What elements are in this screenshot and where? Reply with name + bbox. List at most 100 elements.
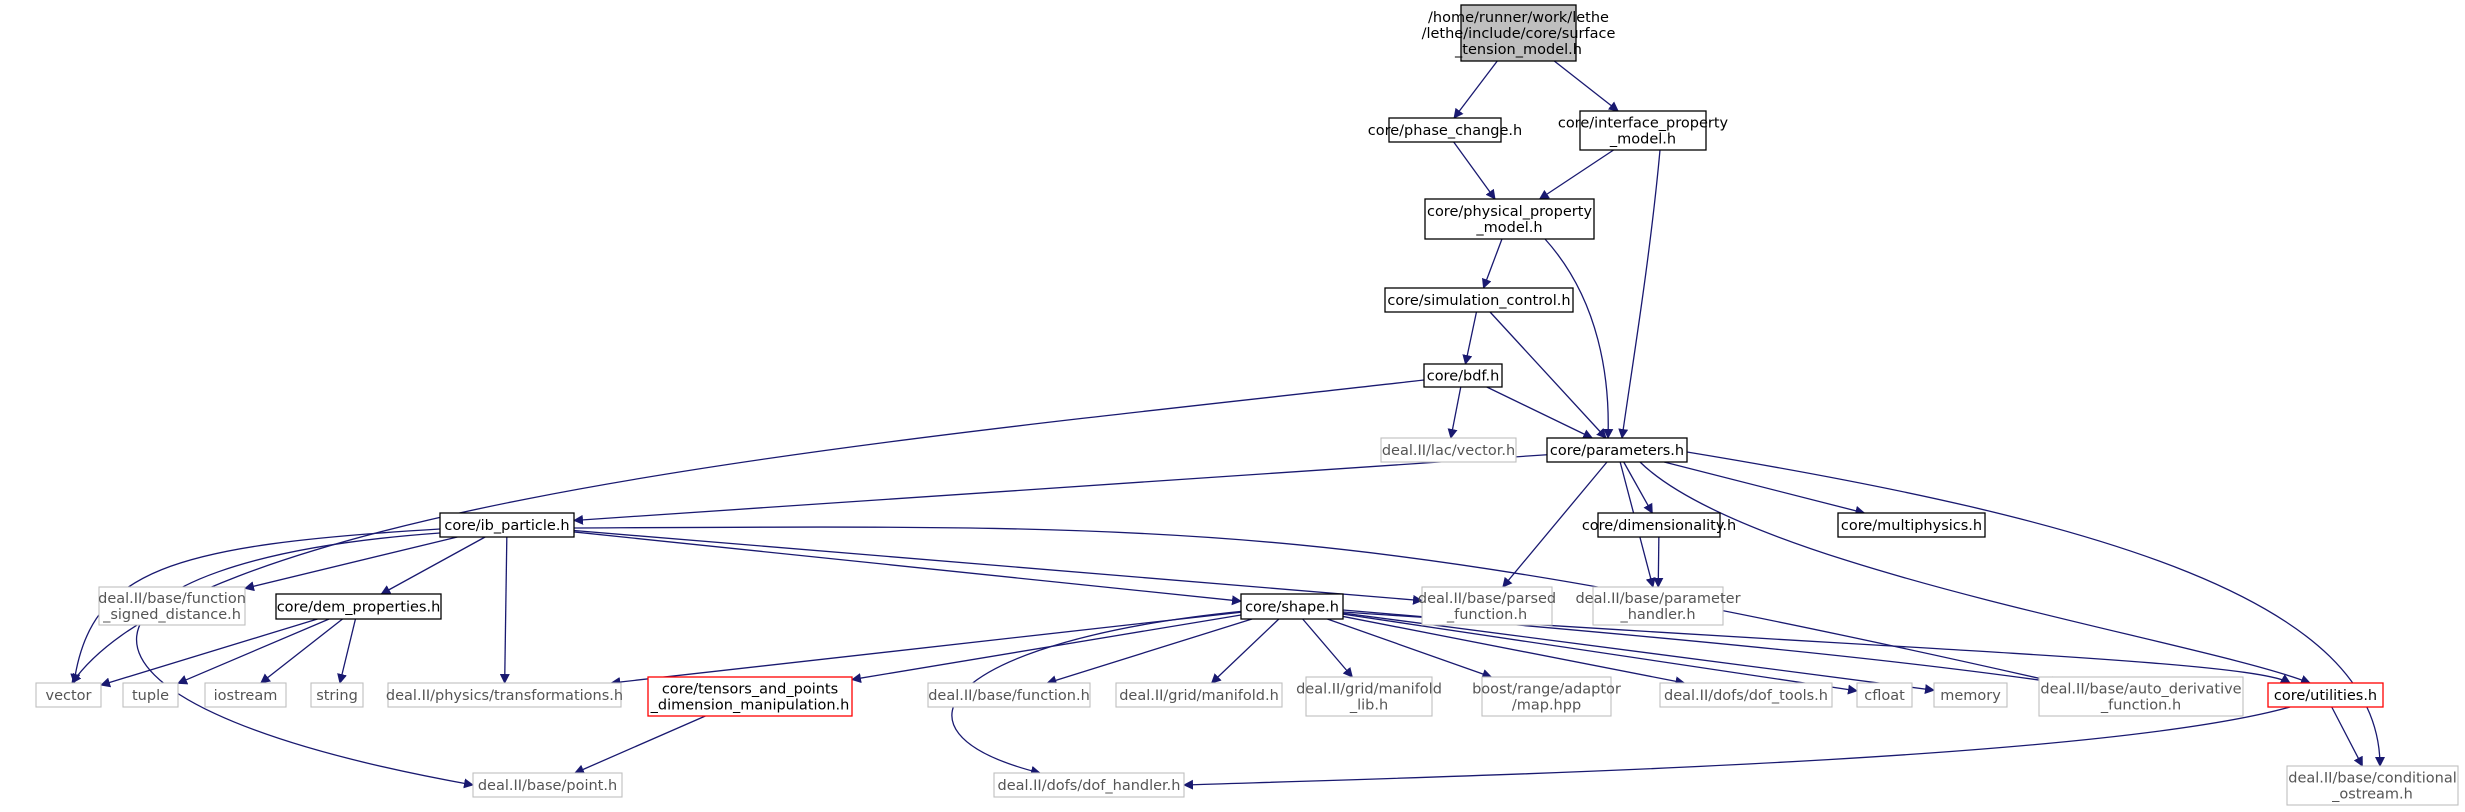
node-label: core/tensors_and_points bbox=[662, 682, 838, 698]
node-box bbox=[1837, 512, 1986, 538]
node-string[interactable]: string bbox=[310, 682, 364, 708]
edge-shape-to-dof_tools bbox=[1342, 615, 1686, 687]
node-label: core/physical_property bbox=[1427, 204, 1592, 220]
node-point[interactable]: deal.II/base/point.h bbox=[472, 772, 623, 798]
node-label: _model.h bbox=[1609, 132, 1676, 148]
node-boost-map[interactable]: boost/range/adaptor/map.hpp bbox=[1472, 676, 1621, 717]
node-label: /lethe/include/core/surface bbox=[1422, 26, 1616, 42]
edge-shape-to-grid_manifold bbox=[1210, 618, 1280, 684]
node-transformations[interactable]: deal.II/physics/transformations.h bbox=[386, 682, 623, 708]
edge-root-to-interface_property bbox=[1553, 60, 1619, 112]
node-label: deal.II/base/conditional bbox=[2288, 771, 2457, 787]
node-label: deal.II/base/point.h bbox=[478, 778, 617, 794]
node-box bbox=[204, 682, 287, 708]
node-label: iostream bbox=[214, 688, 278, 704]
node-bdf[interactable]: core/bdf.h bbox=[1423, 363, 1503, 388]
node-iostream[interactable]: iostream bbox=[204, 682, 287, 708]
node-vector[interactable]: vector bbox=[35, 682, 102, 708]
node-memory[interactable]: memory bbox=[1933, 682, 2008, 708]
edge-shape-to-base_function bbox=[1046, 618, 1253, 686]
node-simulation-control[interactable]: core/simulation_control.h bbox=[1384, 287, 1574, 313]
node-box bbox=[472, 772, 623, 798]
dependency-edges bbox=[70, 60, 2385, 790]
node-box bbox=[1423, 363, 1503, 388]
node-function-signed[interactable]: deal.II/base/function_signed_distance.h bbox=[98, 586, 246, 626]
node-box bbox=[1481, 676, 1612, 717]
node-box bbox=[1856, 682, 1913, 708]
edge-ib_particle-to-point bbox=[135, 532, 474, 789]
node-box bbox=[2286, 765, 2459, 806]
edge-tensors-to-point bbox=[574, 715, 706, 774]
node-tuple[interactable]: tuple bbox=[122, 682, 179, 708]
node-box bbox=[1240, 593, 1344, 620]
node-label: deal.II/base/parsed bbox=[1418, 591, 1556, 607]
node-parsed-function[interactable]: deal.II/base/parsed_function.h bbox=[1418, 586, 1556, 626]
node-label: deal.II/base/auto_derivative bbox=[2040, 682, 2241, 698]
node-label: cfloat bbox=[1864, 688, 1905, 704]
edge-dimensionality-to-parameter_handler bbox=[1653, 536, 1664, 588]
node-conditional-ostream[interactable]: deal.II/base/conditional_ostream.h bbox=[2286, 765, 2459, 806]
node-lac-vector[interactable]: deal.II/lac/vector.h bbox=[1380, 437, 1517, 463]
node-physical-property[interactable]: core/physical_property_model.h bbox=[1424, 198, 1595, 240]
node-grid-manifold[interactable]: deal.II/grid/manifold.h bbox=[1115, 682, 1283, 708]
node-box bbox=[1579, 110, 1707, 151]
node-label: /map.hpp bbox=[1512, 698, 1581, 714]
node-label: vector bbox=[46, 688, 92, 704]
edge-bdf-to-vector bbox=[71, 379, 1425, 684]
node-label: _lib.h bbox=[1349, 698, 1388, 714]
node-dof-handler[interactable]: deal.II/dofs/dof_handler.h bbox=[993, 772, 1185, 798]
node-label: _dimension_manipulation.h bbox=[650, 698, 850, 714]
node-cfloat[interactable]: cfloat bbox=[1856, 682, 1913, 708]
edge-parameters-to-ib_particle bbox=[573, 454, 1548, 525]
node-label: _ostream.h bbox=[2331, 787, 2413, 803]
edge-interface_property-to-physical_property bbox=[1538, 149, 1614, 200]
node-box bbox=[439, 512, 575, 538]
node-box bbox=[387, 682, 622, 708]
node-base-function[interactable]: deal.II/base/function.h bbox=[927, 682, 1091, 708]
node-label: _function.h bbox=[1446, 607, 1527, 623]
node-phase-change[interactable]: core/phase_change.h bbox=[1368, 117, 1522, 143]
node-parameter-handler[interactable]: deal.II/base/parameter_handler.h bbox=[1575, 586, 1741, 626]
node-label: memory bbox=[1940, 688, 2001, 704]
node-dimensionality[interactable]: core/dimensionality.h bbox=[1582, 512, 1736, 538]
node-multiphysics[interactable]: core/multiphysics.h bbox=[1837, 512, 1986, 538]
node-auto-derivative[interactable]: deal.II/base/auto_derivative_function.h bbox=[2038, 676, 2244, 717]
node-box bbox=[1421, 586, 1553, 626]
edge-shape-to-boost_map bbox=[1327, 618, 1493, 679]
edge-shape-to-manifold_lib bbox=[1302, 618, 1353, 678]
edge-dem_properties-to-vector bbox=[100, 618, 318, 688]
node-manifold-lib[interactable]: deal.II/grid/manifold_lib.h bbox=[1296, 676, 1442, 717]
edge-shape-to-memory bbox=[1342, 612, 1935, 695]
node-box bbox=[993, 772, 1185, 798]
node-label: core/dimensionality.h bbox=[1582, 518, 1736, 534]
node-label: /home/runner/work/lethe bbox=[1428, 10, 1609, 26]
node-label: boost/range/adaptor bbox=[1472, 682, 1621, 698]
node-utilities[interactable]: core/utilities.h bbox=[2267, 682, 2384, 708]
edge-ib_particle-to-shape bbox=[573, 531, 1242, 606]
node-label: core/ib_particle.h bbox=[444, 518, 569, 534]
node-label: core/dem_properties.h bbox=[277, 600, 441, 616]
node-label: core/utilities.h bbox=[2274, 688, 2377, 704]
node-dof-tools[interactable]: deal.II/dofs/dof_tools.h bbox=[1659, 682, 1833, 708]
node-parameters[interactable]: core/parameters.h bbox=[1546, 437, 1688, 463]
edge-shape-to-cfloat bbox=[1342, 613, 1858, 695]
edge-ib_particle-to-function_signed bbox=[244, 536, 458, 592]
node-box bbox=[122, 682, 179, 708]
edge-interface_property-to-parameters bbox=[1618, 149, 1661, 439]
edge-dem_properties-to-string bbox=[337, 618, 357, 684]
edge-ib_particle-to-auto_derivative bbox=[573, 526, 2061, 686]
node-label: core/multiphysics.h bbox=[1841, 518, 1982, 534]
node-label: core/bdf.h bbox=[1427, 369, 1500, 385]
node-interface-property[interactable]: core/interface_property_model.h bbox=[1558, 110, 1729, 151]
edge-bdf-to-parameters bbox=[1486, 386, 1594, 439]
node-ib-particle[interactable]: core/ib_particle.h bbox=[439, 512, 575, 538]
node-label: deal.II/dofs/dof_tools.h bbox=[1664, 688, 1828, 704]
node-label: _model.h bbox=[1475, 220, 1542, 236]
node-shape[interactable]: core/shape.h bbox=[1240, 593, 1344, 620]
node-label: _function.h bbox=[2100, 698, 2181, 714]
edge-ib_particle-to-transformations bbox=[499, 536, 510, 684]
node-box bbox=[1305, 676, 1433, 717]
node-dem-properties[interactable]: core/dem_properties.h bbox=[275, 593, 442, 620]
node-tensors[interactable]: core/tensors_and_points_dimension_manipu… bbox=[647, 676, 853, 717]
